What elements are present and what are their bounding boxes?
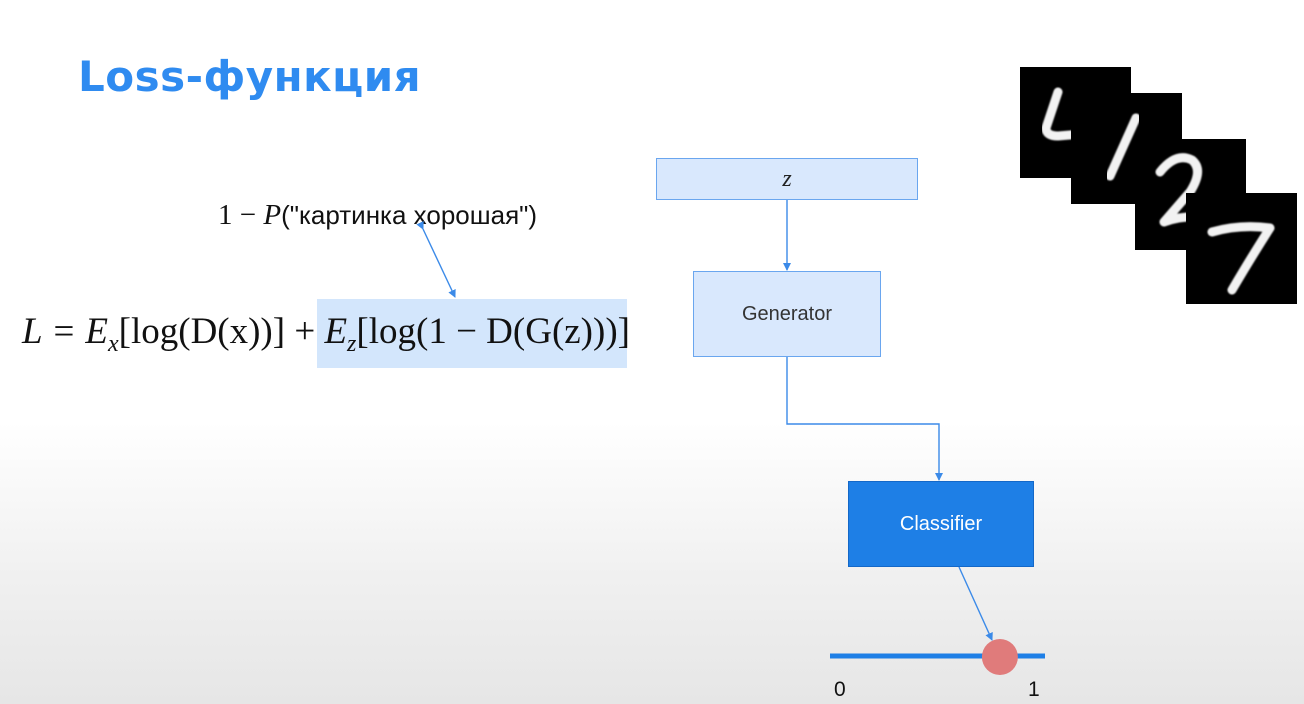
classifier-to-marker-arrow [958, 566, 993, 641]
formula-part2: [log(D(x))] + [118, 311, 325, 352]
scale-max-label: 1 [1028, 678, 1040, 701]
formula-part1: L = E [22, 311, 108, 352]
annotation-p: P [263, 199, 282, 231]
formula-sub-x: x [107, 331, 119, 357]
generator-label: Generator [741, 302, 833, 325]
loss-formula: L = Ex[log(D(x))] + Ez[log(1 − D(G(z)))] [22, 310, 630, 356]
annotation-arrow [416, 220, 456, 298]
z-box: z [656, 158, 918, 200]
formula-highlight [317, 299, 627, 368]
scale-min-label: 0 [834, 678, 846, 701]
formula-part4: [log(1 − D(G(z)))] [356, 311, 630, 352]
slide-title: Loss-функция [78, 52, 422, 101]
formula-sub-z: z [347, 331, 357, 357]
formula-part3: E [324, 311, 348, 352]
annotation-text: ("картинка хорошая") [281, 200, 538, 230]
classifier-box: Classifier [848, 481, 1034, 567]
generator-box: Generator [693, 271, 881, 357]
classifier-label: Classifier [899, 512, 983, 535]
generator-to-classifier-arrow [786, 357, 943, 481]
digit-image-7 [1186, 193, 1297, 304]
probability-annotation: 1 − P("картинка хорошая") [218, 199, 537, 232]
z-label: z [782, 165, 792, 192]
annotation-prefix: 1 − [218, 199, 264, 231]
probability-marker [981, 639, 1018, 675]
